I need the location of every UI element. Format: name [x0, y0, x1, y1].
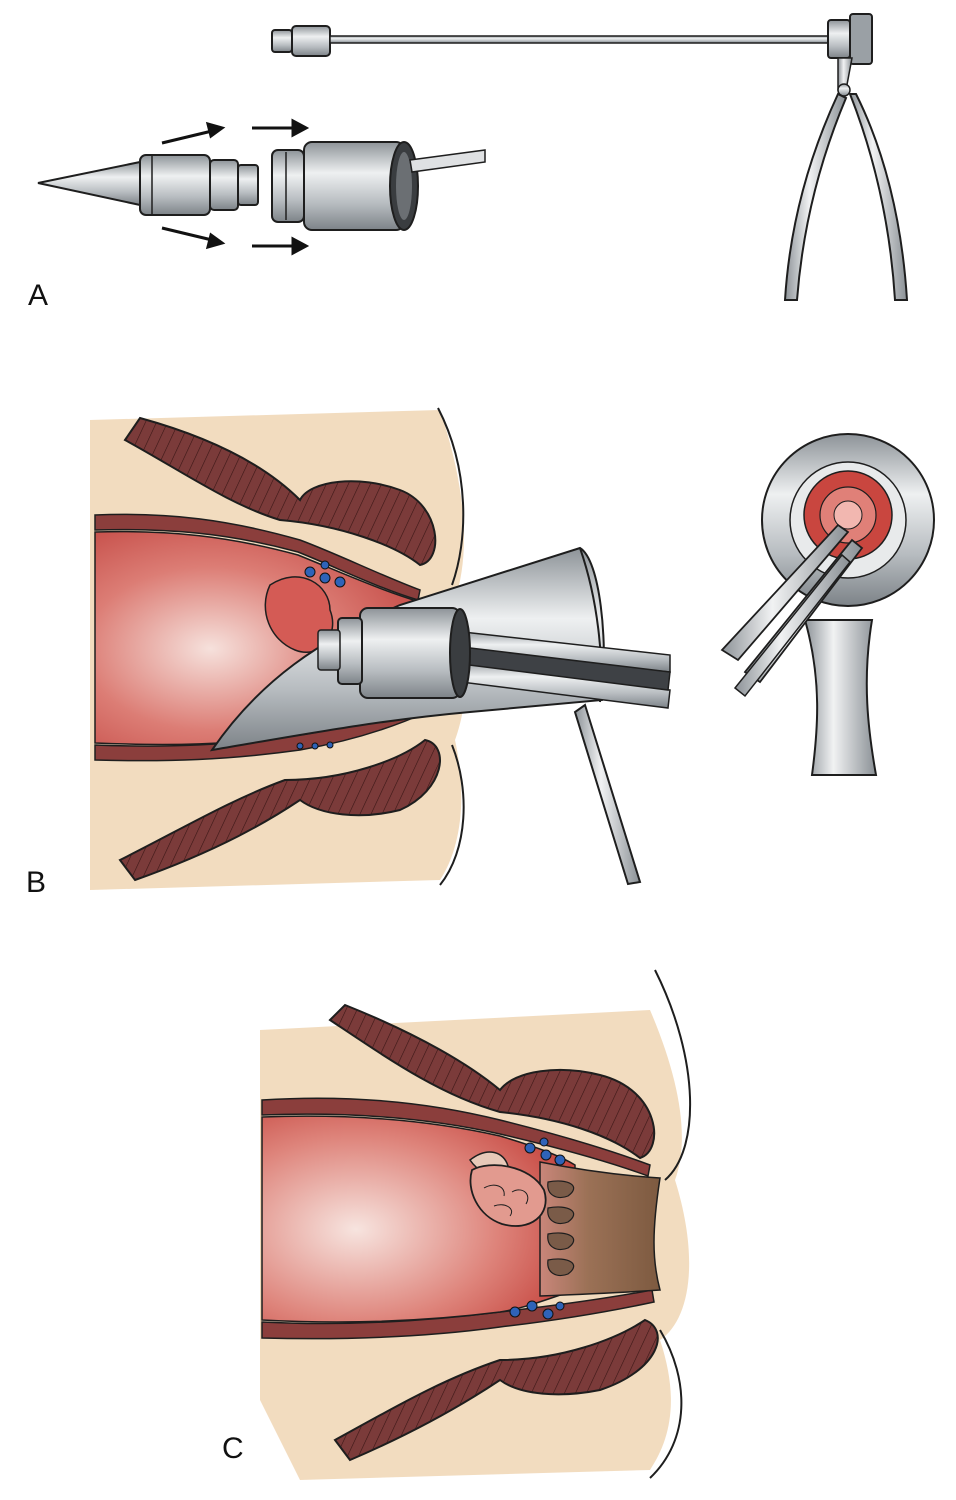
lower-levator-muscle: [118, 738, 441, 882]
upper-levator-muscle: [328, 1003, 656, 1160]
arrow-right-icon: [161, 121, 226, 145]
panel-label-b: B: [26, 866, 46, 899]
purse-string-applicator: [271, 13, 909, 301]
arrow-right-icon: [161, 226, 226, 250]
lower-levator-muscle: [333, 1318, 659, 1462]
panel-label-c: C: [222, 1432, 244, 1465]
stapler-in-canal: [317, 607, 671, 709]
hemorrhoidal-vessels: [509, 1137, 566, 1320]
stapler-head: [271, 141, 486, 231]
stapled-mucosal-doughnut: [468, 1151, 547, 1227]
panel-a: A: [28, 13, 909, 312]
panel-b: B: [26, 407, 935, 899]
obturator-cone: [37, 154, 259, 216]
anal-columns: [547, 1180, 575, 1277]
upper-levator-muscle: [123, 416, 437, 567]
arrow-right-icon: [252, 118, 310, 138]
panel-c: C: [222, 969, 692, 1480]
panel-label-a: A: [28, 279, 48, 312]
anoscope-end-view: [720, 433, 935, 776]
hemorrhoidal-vessels: [296, 560, 346, 750]
arrow-right-icon: [252, 236, 310, 256]
